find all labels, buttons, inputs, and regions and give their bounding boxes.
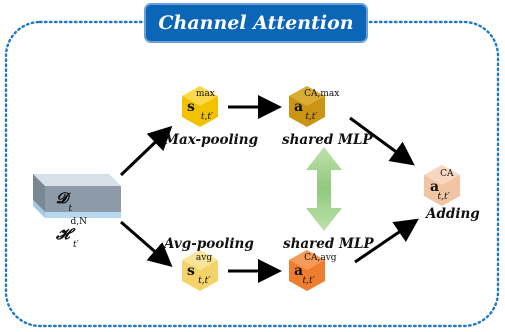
arrow-input-to-max (119, 125, 173, 177)
hexagon-icon-a-max (289, 86, 325, 127)
hexagon-icon-s-max (182, 86, 218, 127)
arrow-aavg-to-add (354, 218, 419, 264)
hexagon-icon-a-ca (424, 165, 460, 206)
double-arrow-icon (306, 147, 342, 231)
hexagon-icon-s-avg (182, 250, 218, 291)
symbol-a-avg: aCA,avgt,t′ (294, 252, 337, 287)
symbol-s-avg: savgt,t′ (187, 252, 213, 287)
label-max-pooling: Max-pooling (164, 132, 259, 148)
label-shared-mlp-top: shared MLP (282, 132, 373, 148)
arrow-input-to-avg (120, 220, 173, 267)
input-d-symbol: 𝓓t (56, 189, 73, 215)
symbol-a-ca: aCAt,t′ (430, 168, 454, 203)
diagram-title: Channel Attention (158, 12, 354, 34)
label-shared-mlp-bottom: shared MLP (283, 236, 374, 252)
arrow-amax-to-add (349, 116, 415, 166)
title-box: Channel Attention (144, 3, 368, 43)
symbol-s-max: smaxt,t′ (187, 88, 215, 123)
label-avg-pooling: Avg-pooling (164, 236, 254, 252)
hexagon-icon-a-avg (289, 250, 325, 291)
symbol-a-max: aCA,maxt,t′ (294, 88, 340, 123)
input-block-icon (33, 174, 121, 218)
label-adding: Adding (426, 206, 480, 222)
input-h-symbol: 𝓗d,Nt′ (56, 216, 88, 251)
